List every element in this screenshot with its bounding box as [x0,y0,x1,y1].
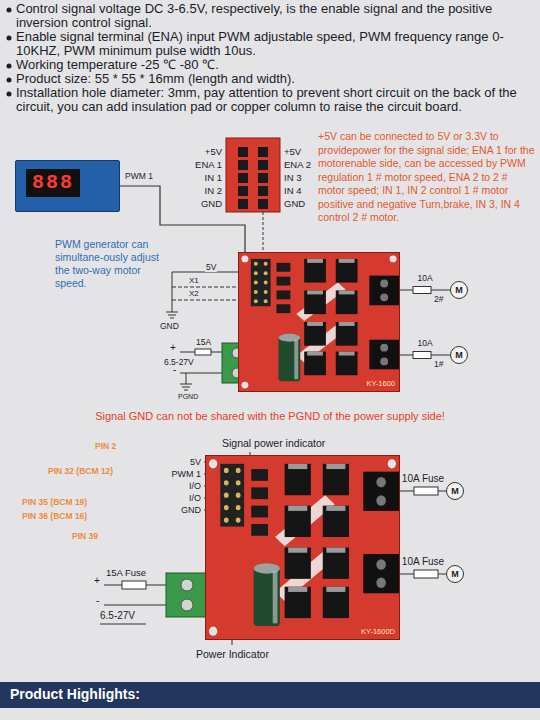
pin-name: GND [284,198,305,209]
gpio-pin-note: PIN 2 [95,441,116,451]
indicator-label: Power Indicator [196,648,269,661]
edge-label: 10A [416,274,433,283]
pin-name: I/O [189,481,201,492]
fuse-symbol [413,287,438,579]
signal-name: GND [160,321,179,331]
voltage-range: 6.5-27V [164,357,194,367]
edge-label: 10A Fuse [401,473,445,484]
polarity-mark: - [173,364,176,376]
polarity-mark: + [170,342,176,354]
driver-board: KY-1600 [238,252,400,392]
banner [0,682,540,708]
motor-symbol: M [450,281,468,299]
signal-name: 5V [205,262,217,272]
warning-text: Signal GND can not be shared with the PG… [0,410,540,423]
gpio-pin-note: PIN 36 (BCM 16) [22,511,87,521]
board-art [206,456,399,639]
voltage-range: 6.5-27V [100,610,135,622]
edge-label: 10A Fuse [401,556,445,567]
motor-letter: M [451,486,459,496]
board-model: KY-1600 [367,379,396,388]
motor-symbol: M [446,482,464,500]
power-input [180,349,224,390]
spec-text: Enable signal terminal (ENA) input PWM a… [16,30,534,58]
pin-header [226,138,280,262]
section-heading: Product Highlights: [10,686,140,703]
gpio-pin-note: PIN 32 (BCM 12) [48,466,113,476]
pin-name: 5V [190,457,201,468]
spec-text: Control signal voltage DC 3-6.5V, respec… [16,2,534,30]
pin-name: GND [201,198,222,209]
indicator-label: Signal power indicator [222,437,325,450]
ground-name: PGND [178,393,198,401]
motor-letter: M [455,285,463,295]
pwm-generator: 888 [15,160,120,212]
pin-name: ENA 2 [284,159,311,170]
fuse-rating: 15A Fuse [106,567,146,578]
motor-symbol: M [450,346,468,364]
motor-symbol: M [446,565,464,583]
note-text: PWM generator can simultane-ously adjust… [55,238,160,290]
spec-text: Working temperature -25 ℃ -80 ℃. [16,58,534,72]
motor-number: 2# [434,294,443,304]
spec-text: Product size: 55 * 55 * 16mm (length and… [16,72,534,86]
polarity-mark: + [94,575,100,587]
pin-name: IN 2 [205,185,222,196]
gpio-pin-note: PIN 39 [72,531,98,541]
pin-name: PWM 1 [171,469,201,480]
motor-letter: M [455,350,463,360]
signal-name: X1 [188,276,200,286]
pin-name: IN 1 [205,172,222,183]
board-model: KY-1600D [361,627,395,636]
pin-name: I/O [189,493,201,504]
motor-letter: M [451,569,459,579]
led-display: 888 [26,169,80,197]
pin-name: ENA 1 [195,159,222,170]
motor-number: 1# [434,359,443,369]
pin-name: +5V [205,146,222,157]
pin-name: IN 4 [284,185,301,196]
gpio-pin-note: PIN 35 (BCM 19) [22,497,87,507]
edge-label: 10A [416,339,433,348]
board-art [239,253,399,391]
note-text: +5V can be connected to 5V or 3.3V to pr… [318,130,536,225]
pin-name: +5V [284,146,301,157]
pin-name: GND [181,505,201,516]
spec-text: Installation hole diameter: 3mm, pay att… [16,86,534,114]
edge-label: PWM 1 [124,172,154,181]
driver-board: KY-1600D [205,455,400,640]
power-input [100,581,168,624]
polarity-mark: - [96,595,99,607]
pin-name: IN 3 [284,172,301,183]
signal-name: X2 [188,289,200,299]
fuse-rating: 15A [196,337,211,347]
bullet [7,8,12,97]
